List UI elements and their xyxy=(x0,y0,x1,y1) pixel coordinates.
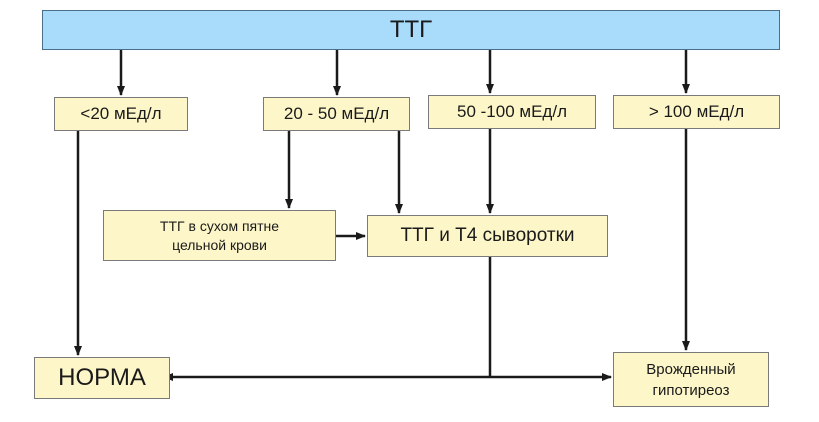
congenital-hypothyroidism-box: Врожденный гипотиреоз xyxy=(613,352,769,407)
tsh-header-box: ТТГ xyxy=(42,10,780,50)
range-label: 50 -100 мЕд/л xyxy=(457,102,567,121)
range-box-20-50: 20 - 50 мЕд/л xyxy=(263,97,410,131)
congenital-line2: гипотиреоз xyxy=(652,381,730,399)
range-label: 20 - 50 мЕд/л xyxy=(283,104,390,123)
range-box-50-100: 50 -100 мЕд/л xyxy=(428,95,596,129)
dry-spot-box: ТТГ в сухом пятне цельной крови xyxy=(103,210,336,261)
dry-spot-line2: цельной крови xyxy=(172,236,267,253)
norm-box: НОРМА xyxy=(34,357,170,399)
range-label: <20 мЕд/л xyxy=(80,104,162,123)
range-label: > 100 мЕд/л xyxy=(648,102,745,121)
norm-label: НОРМА xyxy=(58,364,146,391)
serum-test-label: ТТГ и Т4 сыворотки xyxy=(400,225,575,246)
range-box-gt100: > 100 мЕд/л xyxy=(613,95,780,129)
range-box-lt20: <20 мЕд/л xyxy=(54,97,188,131)
tsh-header-label: ТТГ xyxy=(389,16,433,43)
dry-spot-line1: ТТГ в сухом пятне xyxy=(159,217,280,234)
congenital-line1: Врожденный xyxy=(646,360,736,378)
serum-test-box: ТТГ и Т4 сыворотки xyxy=(367,215,608,257)
